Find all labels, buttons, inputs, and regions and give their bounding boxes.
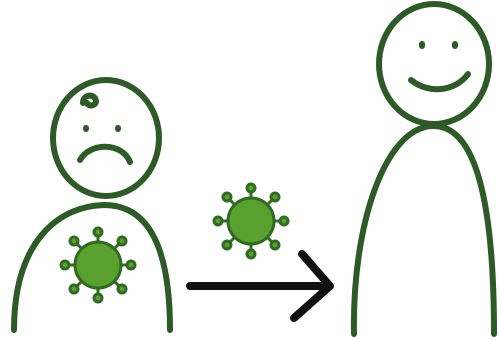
virus-icon [61, 228, 135, 302]
virus-icon [214, 184, 288, 258]
